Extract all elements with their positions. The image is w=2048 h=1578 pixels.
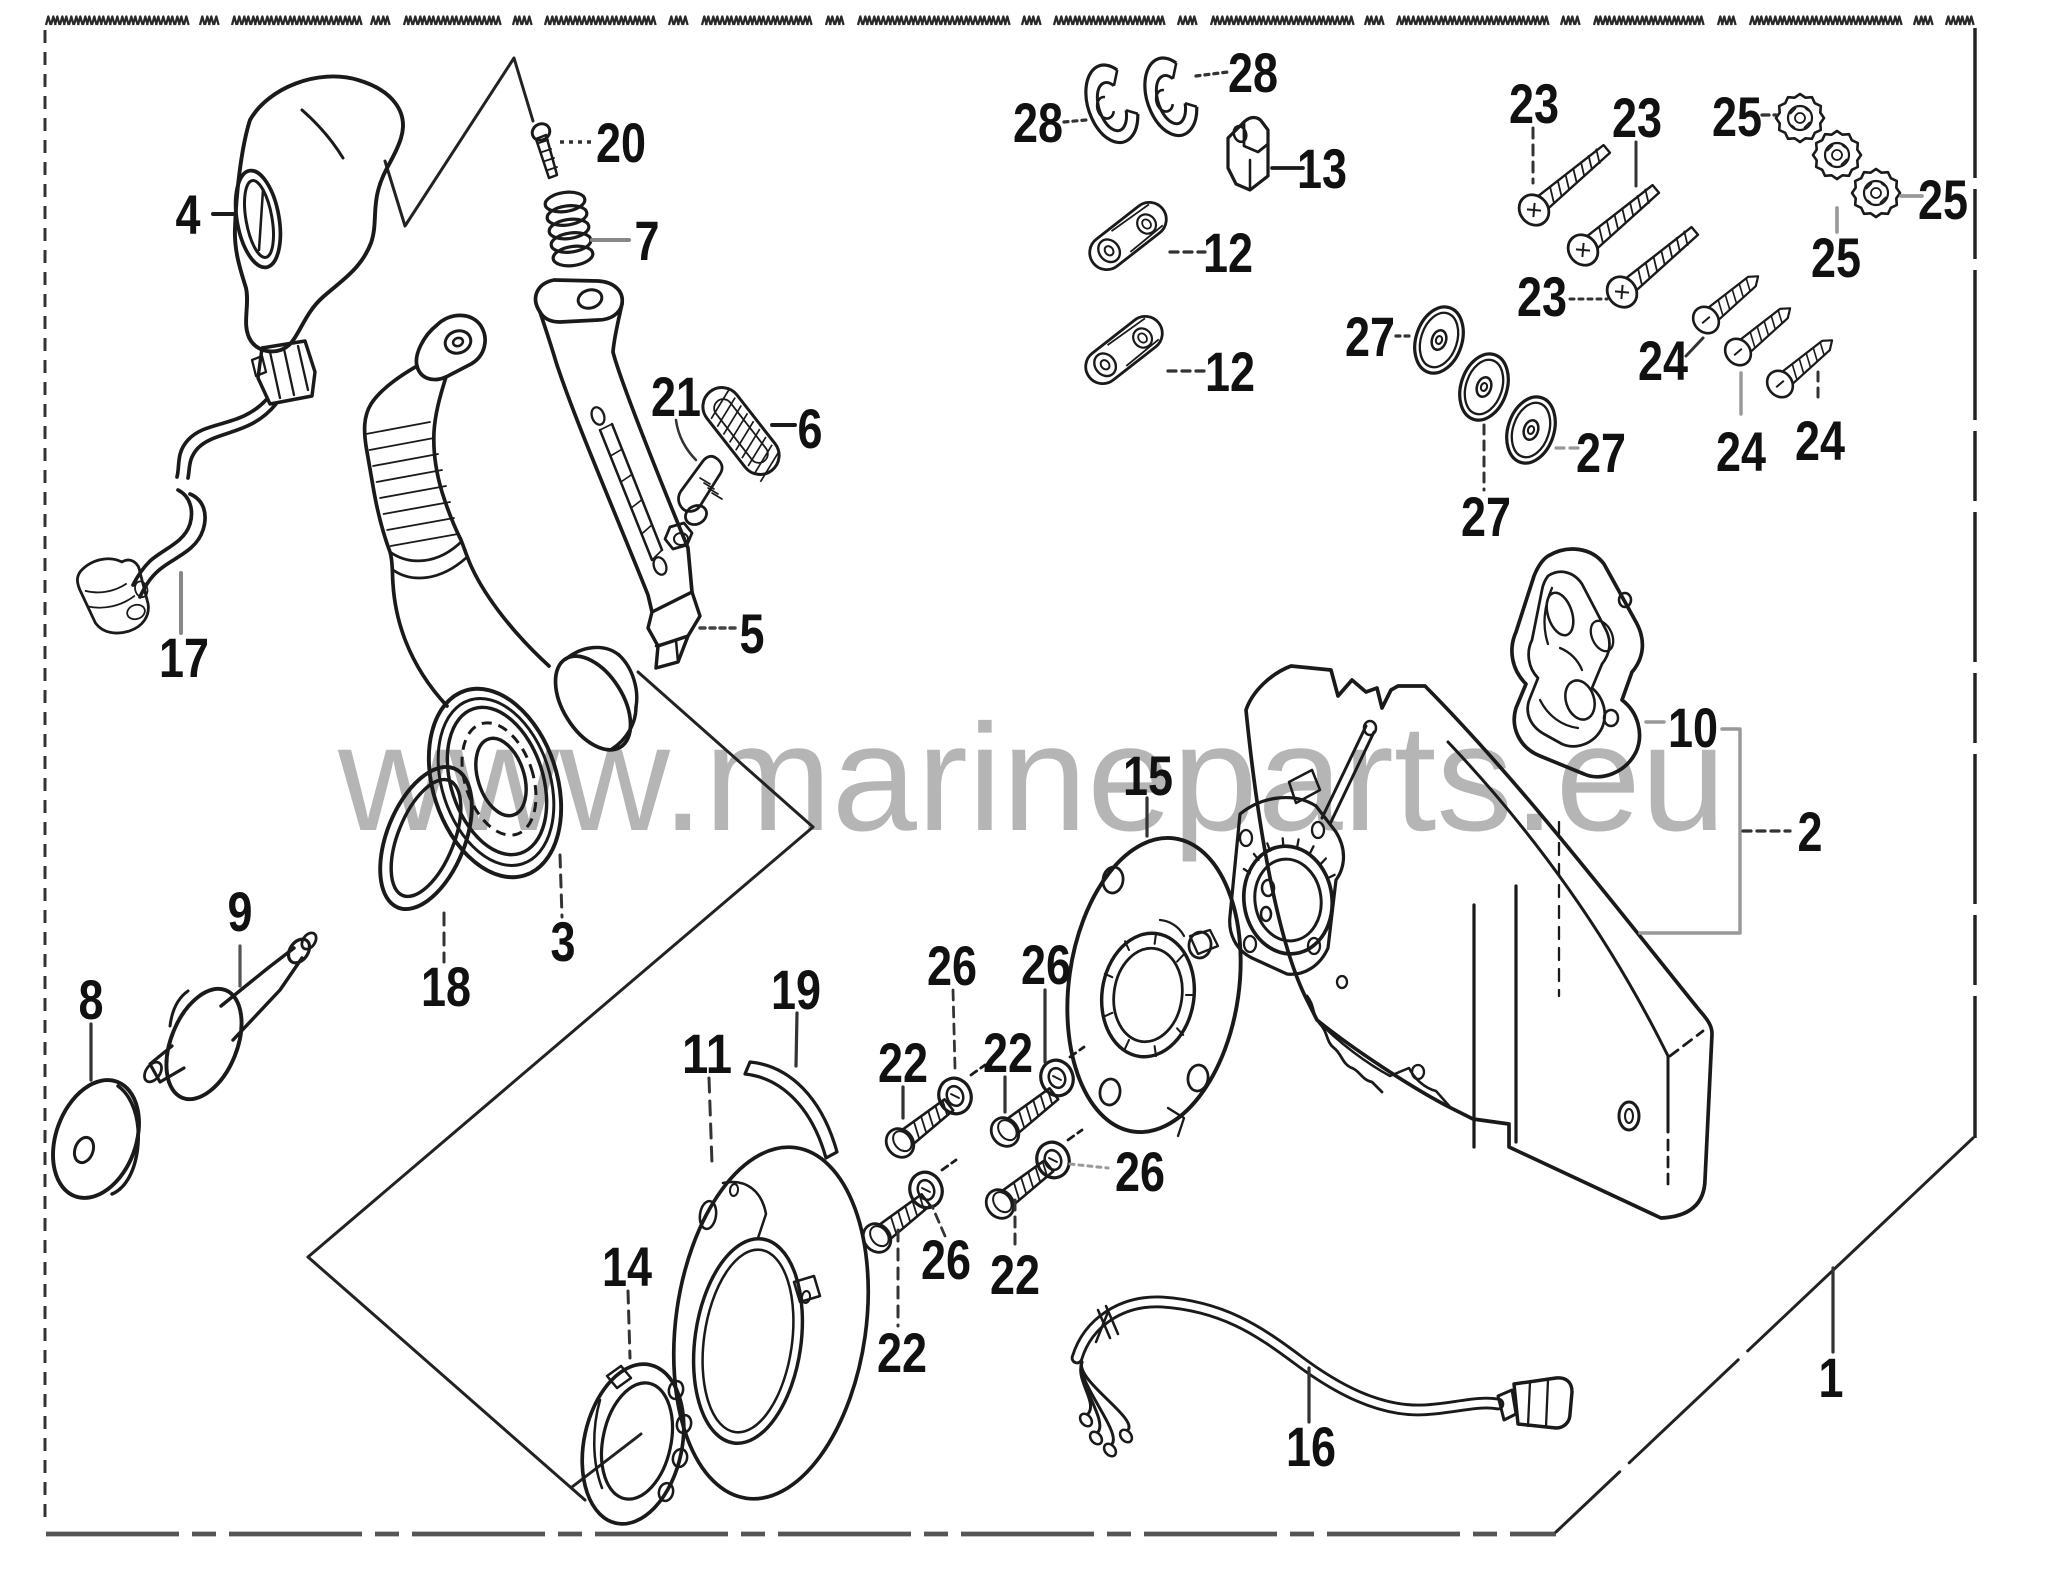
svg-text:13: 13: [1297, 137, 1347, 200]
svg-text:22: 22: [877, 1321, 927, 1384]
svg-text:19: 19: [771, 958, 821, 1021]
svg-text:22: 22: [878, 1031, 928, 1094]
svg-text:26: 26: [921, 1228, 971, 1291]
svg-text:24: 24: [1716, 420, 1766, 483]
svg-text:15: 15: [1123, 744, 1173, 807]
svg-text:22: 22: [990, 1243, 1040, 1306]
svg-text:25: 25: [1918, 168, 1968, 231]
svg-text:17: 17: [159, 626, 209, 689]
svg-text:2: 2: [1798, 800, 1823, 863]
svg-text:23: 23: [1509, 72, 1559, 135]
svg-text:26: 26: [1021, 933, 1071, 996]
svg-text:18: 18: [421, 955, 471, 1018]
svg-text:4: 4: [176, 183, 201, 246]
svg-text:9: 9: [228, 880, 253, 943]
svg-text:14: 14: [602, 1235, 652, 1298]
svg-text:5: 5: [740, 602, 765, 665]
svg-text:22: 22: [983, 1021, 1033, 1084]
svg-text:25: 25: [1811, 226, 1861, 289]
svg-text:26: 26: [927, 934, 977, 997]
svg-text:27: 27: [1576, 421, 1626, 484]
svg-text:3: 3: [551, 910, 576, 973]
svg-text:1: 1: [1819, 1346, 1844, 1409]
svg-text:25: 25: [1712, 85, 1762, 148]
svg-text:26: 26: [1115, 1140, 1165, 1203]
svg-text:21: 21: [651, 365, 701, 428]
svg-text:7: 7: [635, 209, 660, 272]
svg-text:12: 12: [1203, 221, 1253, 284]
svg-text:6: 6: [798, 397, 823, 460]
svg-text:11: 11: [682, 1022, 732, 1085]
svg-text:28: 28: [1228, 41, 1278, 104]
svg-text:23: 23: [1517, 265, 1567, 328]
svg-text:24: 24: [1795, 409, 1845, 472]
svg-text:27: 27: [1345, 305, 1395, 368]
svg-text:20: 20: [596, 111, 646, 174]
svg-text:27: 27: [1461, 485, 1511, 548]
svg-text:28: 28: [1013, 91, 1063, 154]
svg-text:8: 8: [79, 968, 104, 1031]
svg-text:10: 10: [1668, 696, 1718, 759]
svg-text:23: 23: [1612, 86, 1662, 149]
svg-text:12: 12: [1205, 340, 1255, 403]
svg-text:16: 16: [1286, 1415, 1336, 1478]
svg-text:24: 24: [1638, 329, 1688, 392]
